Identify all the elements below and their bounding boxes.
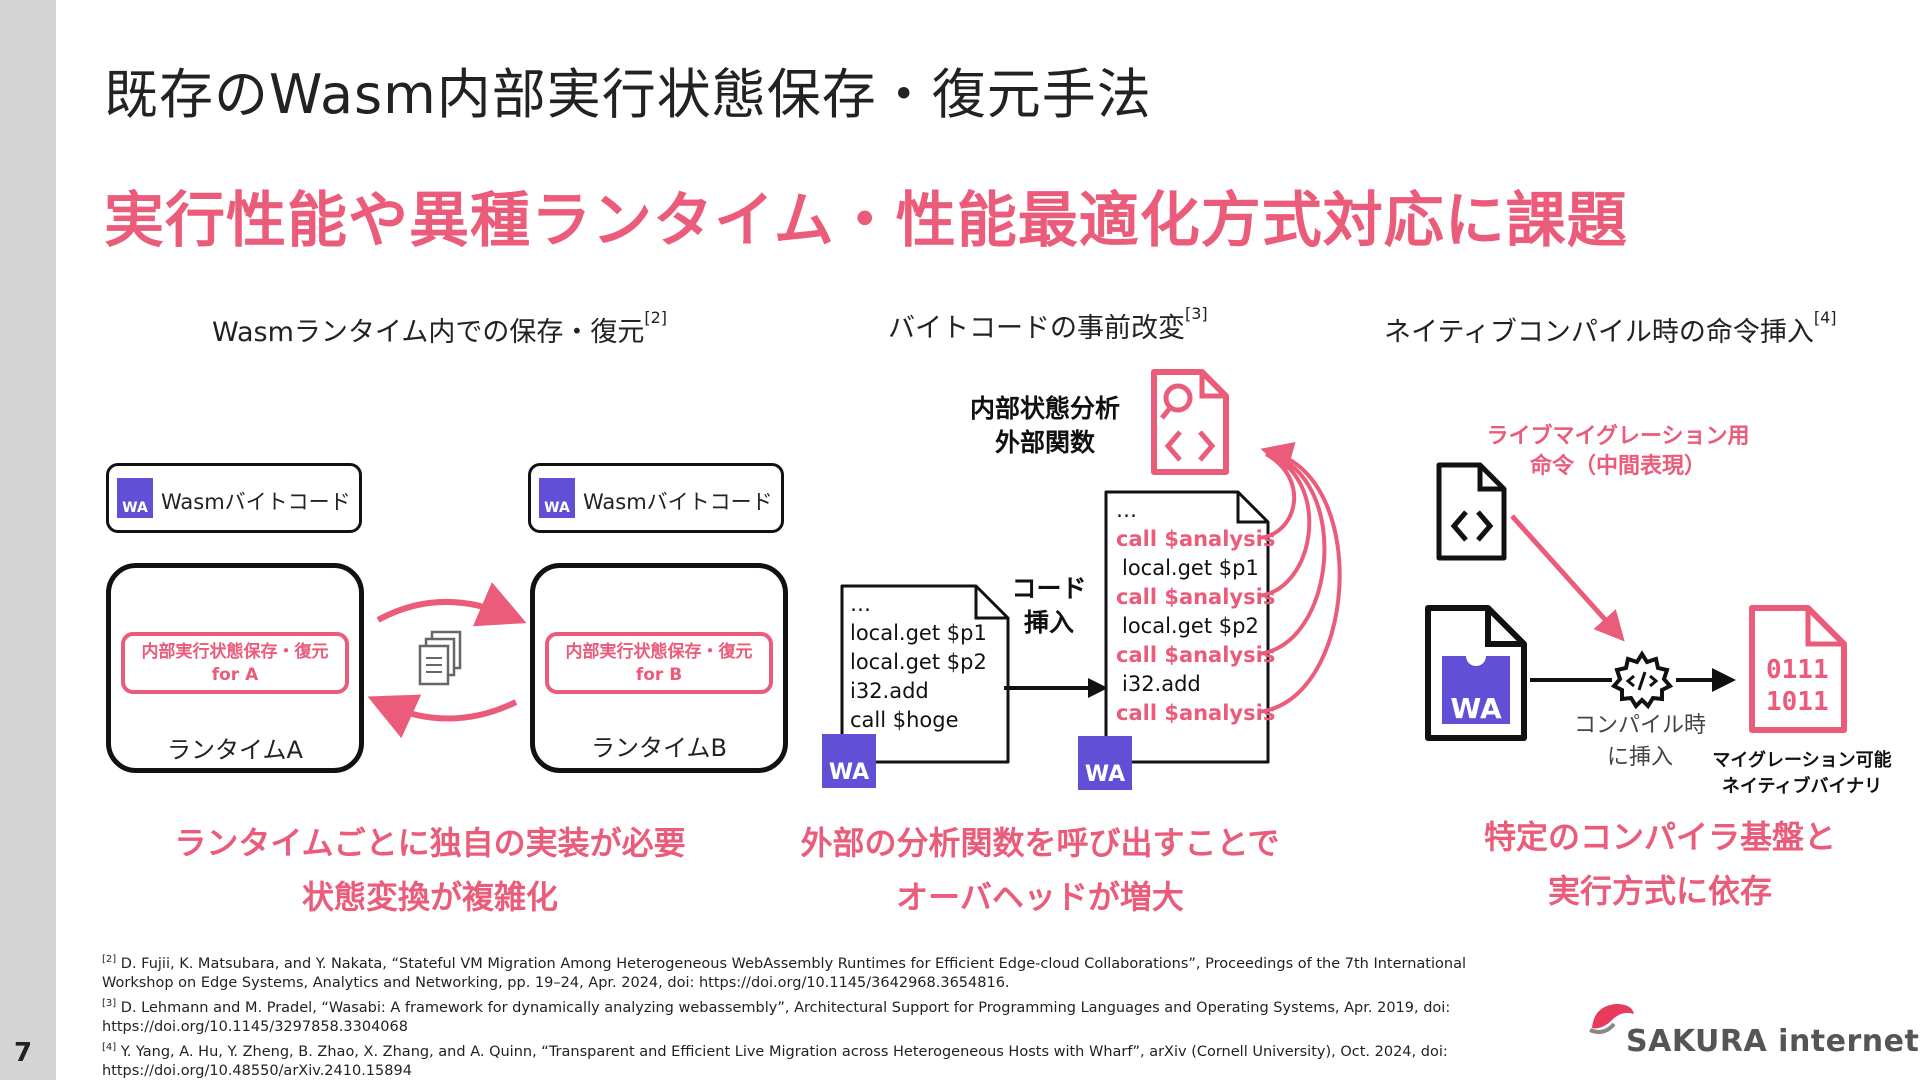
col1-heading-text: Wasmランタイム内での保存・復元 [212,317,645,348]
analysis-file-icon [1151,369,1229,475]
analysis-label-line2: 外部関数 [994,428,1095,457]
wa-badge-text: WA [544,500,570,516]
runtime-a-box: 内部実行状態保存・復元 for A ランタイムA [106,563,364,773]
compile-insert-label: コンパイル時 に挿入 [1560,710,1720,774]
col1-heading: Wasmランタイム内での保存・復元[2] [212,308,668,349]
code-line: local.get $p1 [850,621,987,645]
runtime-b-box: 内部実行状態保存・復元 for B ランタイムB [530,563,788,773]
col2-heading-text: バイトコードの事前改変 [888,313,1185,344]
code-insert-label: コード 挿入 [1004,572,1094,640]
state-save-restore-a: 内部実行状態保存・復元 for A [121,632,349,694]
inserted-call-line: call $analysis [1116,527,1276,551]
code-line: local.get $p2 [850,650,987,674]
analysis-label-line1: 内部状態分析 [969,394,1120,423]
analysis-function-label: 内部状態分析 外部関数 [955,392,1135,460]
col2-issue-line2: オーバヘッドが増大 [896,878,1184,916]
wasm-logo-icon: WA [539,478,575,518]
instr-label-line2: 命令（中間表現） [1529,454,1706,479]
native-binary-label: マイグレーション可能 ネイティブバイナリ [1692,748,1912,800]
native-label-line2: ネイティブバイナリ [1721,776,1883,797]
code-line: … [850,592,871,616]
col1-issue-line2: 状態変換が複雑化 [301,878,558,916]
col2-heading: バイトコードの事前改変[3] [888,304,1208,345]
wa-badge-text: WA [828,760,870,785]
insert-arrow [1004,678,1108,698]
state-save-restore-b: 内部実行状態保存・復元 for B [545,632,773,694]
sakura-internet-logo: SAKURA internet [1626,1024,1920,1059]
page-number: 7 [14,1038,33,1068]
insert-label-line2: 挿入 [1023,608,1074,637]
inserted-call-line: call $analysis [1116,585,1276,609]
original-code-block: … local.get $p1 local.get $p2 i32.add ca… [850,590,987,735]
code-line: local.get $p1 [1122,556,1259,580]
wa-badge-text: WA [122,500,148,516]
slide-title: 既存のWasm内部実行状態保存・復元手法 [104,63,1152,126]
reference-4: [4] Y. Yang, A. Hu, Y. Zheng, B. Zhao, X… [102,1038,1522,1080]
col1-issue-line1: ランタイムごとに独自の実装が必要 [174,824,686,862]
references: [2] D. Fujii, K. Matsubara, and Y. Nakat… [102,950,1522,1080]
wasm-bytecode-box-a: WA Wasmバイトコード [106,463,362,533]
ref-text: D. Lehmann and M. Pradel, “Wasabi: A fra… [102,999,1451,1036]
binary-digits: 0111 1011 [1766,654,1838,718]
wasm-file-icon [1425,605,1527,741]
code-line: local.get $p2 [1122,614,1259,638]
native-binary-file-icon [1749,605,1847,733]
reference-3: [3] D. Lehmann and M. Pradel, “Wasabi: A… [102,994,1522,1038]
compile-label-line1: コンパイル時 [1573,713,1706,738]
wasm-bytecode-label: Wasmバイトコード [583,490,773,514]
ref-text: Y. Yang, A. Hu, Y. Zheng, B. Zhao, X. Zh… [102,1043,1448,1079]
inserted-call-line: call $analysis [1116,643,1276,667]
col2-ref: [3] [1185,304,1208,323]
wa-file-badge-text: WA [1450,692,1502,725]
migration-instruction-label: ライブマイグレーション用 命令（中間表現） [1468,422,1768,482]
compile-flow-arrows [1510,514,1736,692]
col3-heading: ネイティブコンパイル時の命令挿入[4] [1384,308,1837,349]
col3-ref: [4] [1813,308,1837,327]
ref-marker: [3] [102,997,117,1009]
col1-ref: [2] [644,308,668,327]
runtime-a-label: ランタイムA [167,736,303,764]
col3-heading-text: ネイティブコンパイル時の命令挿入 [1384,317,1814,348]
insert-label-line1: コード [1011,574,1087,603]
ir-code-file-icon [1436,462,1507,561]
compile-gear-icon [1610,650,1674,710]
binary-line1: 0111 [1766,655,1829,685]
left-sidebar-bar [0,0,56,1080]
runtime-b-label: ランタイムB [591,734,727,762]
compile-label-line2: に挿入 [1606,745,1673,770]
ref-marker: [4] [102,1041,117,1053]
code-line: i32.add [850,679,929,703]
ref-text: D. Fujii, K. Matsubara, and Y. Nakata, “… [102,955,1466,992]
wasm-logo-icon: WA [822,734,876,788]
wasm-bytecode-box-b: WA Wasmバイトコード [528,463,784,533]
binary-line2: 1011 [1766,687,1829,717]
code-line: call $hoge [850,708,959,732]
inserted-call-line: call $analysis [1116,701,1276,725]
slide-subtitle: 実行性能や異種ランタイム・性能最適化方式対応に課題 [104,186,1628,256]
col2-issue-line1: 外部の分析関数を呼び出すことで [800,824,1280,862]
wa-badge-text: WA [1084,762,1126,787]
code-line: … [1116,498,1137,522]
sakura-logo-icon [1589,1004,1634,1034]
native-label-line1: マイグレーション可能 [1712,750,1892,771]
migration-arrows [367,582,527,739]
reference-2: [2] D. Fujii, K. Matsubara, and Y. Nakat… [102,950,1522,994]
wasm-logo-icon: WA [117,478,153,518]
modified-bytecode-doc [1104,490,1270,764]
instr-label-line1: ライブマイグレーション用 [1486,424,1750,449]
analysis-call-arrows [1257,442,1342,714]
col3-issue-line2: 実行方式に依存 [1547,872,1772,910]
col3-issue-line1: 特定のコンパイラ基盤と [1483,818,1836,856]
code-line: i32.add [1122,672,1201,696]
wasm-logo-icon: WA [1078,736,1132,790]
wasm-bytecode-label: Wasmバイトコード [161,490,351,514]
ref-marker: [2] [102,954,117,965]
modified-code-block: … call $analysis local.get $p1 call $ana… [1116,496,1275,728]
document-stack-icon [418,630,462,686]
